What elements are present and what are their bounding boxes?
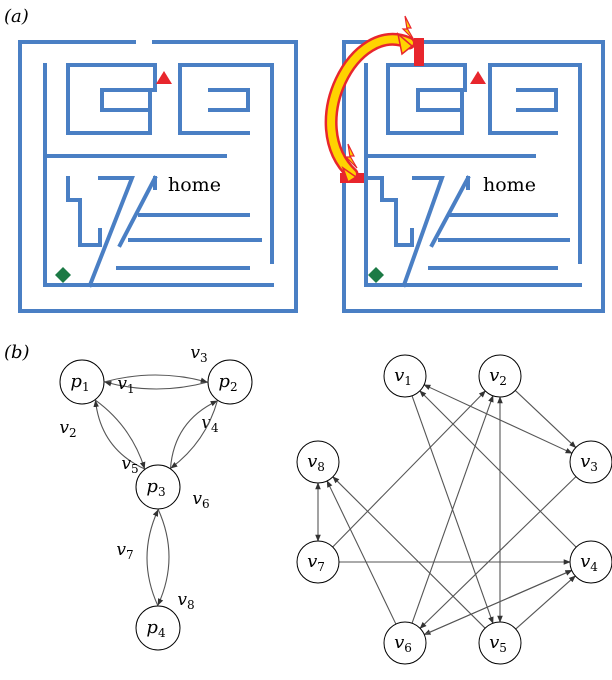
maze-right-target-marker bbox=[470, 71, 486, 84]
maze-left-target-marker bbox=[156, 71, 172, 84]
maze-left-home-label: home bbox=[168, 174, 221, 196]
top-door-marker bbox=[414, 38, 424, 66]
transition-node-label-v2: v2 bbox=[489, 365, 507, 388]
transition-node-v3 bbox=[569, 440, 612, 484]
place-node-p4 bbox=[135, 605, 181, 651]
transition-node-v8 bbox=[296, 440, 340, 484]
transition-node-v2 bbox=[478, 354, 522, 398]
panel-label-b: (b) bbox=[4, 342, 30, 363]
maze-right-inner-walls bbox=[364, 63, 582, 288]
transition-node-v7 bbox=[296, 540, 340, 584]
transition-edge-v6-v8 bbox=[326, 480, 397, 625]
transition-edge-v4-v1 bbox=[419, 390, 577, 548]
maze-left-outer-wall bbox=[18, 40, 298, 313]
transition-edge-v7-v2 bbox=[332, 390, 486, 548]
place-node-p2 bbox=[207, 359, 253, 405]
place-edge-v6 bbox=[170, 399, 219, 469]
place-edge-v2 bbox=[93, 399, 146, 470]
transition-edge-v5-v8 bbox=[332, 476, 486, 629]
transition-edge-v3-v6 bbox=[419, 476, 577, 629]
place-edge-v7 bbox=[146, 509, 159, 607]
transition-node-label-v8: v8 bbox=[307, 451, 325, 474]
place-edge-v8 bbox=[157, 508, 170, 606]
place-edge-v4 bbox=[169, 400, 218, 469]
transition-node-label-v7: v7 bbox=[307, 551, 325, 574]
transition-node-v5 bbox=[478, 621, 522, 665]
place-node-label-p4: p4 bbox=[146, 617, 166, 640]
place-edge-label-v1: v1 bbox=[117, 374, 134, 396]
place-node-label-p2: p2 bbox=[218, 371, 237, 394]
place-node-label-p1: p1 bbox=[70, 371, 89, 394]
place-edge-label-v6: v6 bbox=[192, 489, 209, 511]
maze-right-home-label: home bbox=[483, 174, 536, 196]
transition-node-label-v1: v1 bbox=[394, 365, 412, 388]
panel-label-a: (a) bbox=[4, 6, 29, 27]
maze-right: home bbox=[324, 15, 605, 313]
transition-node-v4 bbox=[569, 540, 612, 584]
place-edge-v3 bbox=[103, 374, 208, 384]
transition-node-label-v3: v3 bbox=[580, 451, 598, 474]
transition-edge-v2-v3 bbox=[514, 390, 577, 449]
maze-left-inner-walls bbox=[43, 63, 274, 288]
transition-node-label-v4: v4 bbox=[580, 551, 598, 574]
transition-node-v1 bbox=[383, 354, 427, 398]
place-node-p1 bbox=[59, 359, 105, 405]
transition-node-v6 bbox=[383, 621, 427, 665]
place-node-label-p3: p3 bbox=[146, 476, 165, 499]
lightning-bolt-icon bbox=[344, 143, 358, 169]
place-edge-label-v8: v8 bbox=[177, 590, 194, 612]
place-edge-label-v4: v4 bbox=[201, 413, 219, 435]
place-graph: v1 v2 v3 v4 v5 v6 v7 v8 p1 p2 p3 p4 bbox=[59, 343, 253, 651]
transition-node-label-v6: v6 bbox=[394, 632, 412, 655]
place-edge-label-v5: v5 bbox=[121, 454, 138, 476]
place-edge-label-v3: v3 bbox=[190, 343, 207, 365]
transition-graph: v1 v2 v3 v4 v5 v6 v7 v8 bbox=[296, 354, 612, 665]
transition-node-label-v5: v5 bbox=[489, 632, 507, 655]
maze-right-outer-wall bbox=[342, 40, 605, 313]
transition-edge-v6-v4 bbox=[424, 569, 573, 636]
maze-right-start-marker bbox=[368, 267, 384, 283]
maze-left-start-marker bbox=[55, 267, 71, 283]
transition-edge-v5-v4 bbox=[515, 575, 576, 630]
teleport-arrow bbox=[324, 32, 416, 184]
place-node-p3 bbox=[135, 464, 181, 510]
place-edge-v5 bbox=[94, 399, 146, 470]
place-edge-label-v7: v7 bbox=[116, 540, 133, 562]
maze-left: home bbox=[18, 40, 298, 313]
lightning-bolt-icon bbox=[401, 15, 415, 41]
place-edge-v1 bbox=[104, 380, 209, 390]
place-edge-label-v2: v2 bbox=[59, 418, 76, 440]
